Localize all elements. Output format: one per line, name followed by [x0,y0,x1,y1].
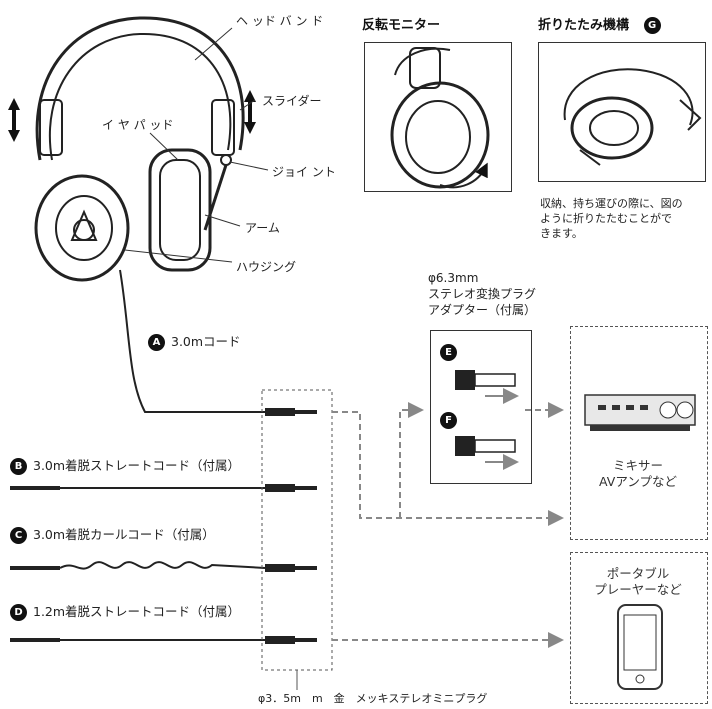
mixer-line-2: AVアンプなど [599,474,677,489]
cord-d-badge: D [10,604,27,621]
adapter-box [430,330,532,484]
label-headband: ヘ ッド バ ン ド [236,14,324,28]
adapter-illustrations [455,370,519,470]
portable-player-illustration [617,604,663,690]
reverse-monitor-frame [364,42,512,192]
cord-b-text: 3.0m着脱ストレートコード（付属） [33,458,241,473]
adapter-line-2: ステレオ変換プラグ [428,287,537,301]
cord-b-badge: B [10,458,27,475]
portable-box [570,552,708,704]
mixer-label: ミキサー AVアンプなど [570,458,706,490]
cord-c-text: 3.0m着脱カールコード（付属） [33,527,215,542]
folding-note-line-1: 収納、持ち運びの際に、図の [540,197,683,210]
label-leaders [124,27,269,263]
badge-f-letter: F [440,412,457,429]
folding-note-line-2: ように折りたたむことがで [540,212,672,225]
cord-a-label: A 3.0mコード [148,331,241,351]
portable-line-2: プレーヤーなど [594,582,682,597]
mixer-box [570,326,708,540]
folding-badge: G [643,17,661,34]
plug-bracket [261,389,333,671]
label-slider: スライダー [262,94,322,108]
mixer-line-1: ミキサー [612,458,663,473]
label-earpad: イ ヤ パ ッド [102,118,174,132]
folding-illustration [563,68,702,166]
folding-title: 折りたたみ機構 G [538,14,667,34]
folding-frame [538,42,706,182]
cord-lines [10,486,266,642]
connection-lines [332,402,564,648]
adapter-line-3: アダプター（付属） [428,303,537,317]
cord-b-label: B 3.0m着脱ストレートコード（付属） [10,455,240,475]
portable-label: ポータブル プレーヤーなど [570,566,706,598]
badge-e-letter: E [440,344,457,361]
cord-d-label: D 1.2m着脱ストレートコード（付属） [10,601,240,621]
folding-note: 収納、持ち運びの際に、図の ように折りたたむことがで きます。 [540,196,683,241]
cord-c-badge: C [10,527,27,544]
badge-f: F [440,410,463,429]
label-housing: ハウジング [236,260,297,274]
folding-title-text: 折りたたみ機構 [538,18,630,33]
badge-e: E [440,342,463,361]
adapter-title: φ6.3mm ステレオ変換プラグ アダプター（付属） [428,270,536,318]
adapter-line-1: φ6.3mm [428,271,479,285]
cord-d-text: 1.2m着脱ストレートコード（付属） [33,604,241,619]
folding-note-line-3: きます。 [540,227,583,240]
plug-note: φ3．5m m 金 メッキステレオミニプラグ [258,692,488,705]
reverse-monitor-title: 反転モニター [362,18,441,33]
amplifier-illustration [584,394,696,431]
headphone-illustration [34,16,265,413]
cord-a-text: 3.0mコード [171,334,241,349]
label-joint: ジョイ ント [272,165,336,179]
reverse-monitor-illustration [390,47,490,189]
cord-a-badge: A [148,334,165,351]
mini-plugs [265,408,317,644]
cord-c-label: C 3.0m着脱カールコード（付属） [10,524,215,544]
portable-line-1: ポータブル [606,566,670,581]
label-arm: アーム [245,221,280,235]
